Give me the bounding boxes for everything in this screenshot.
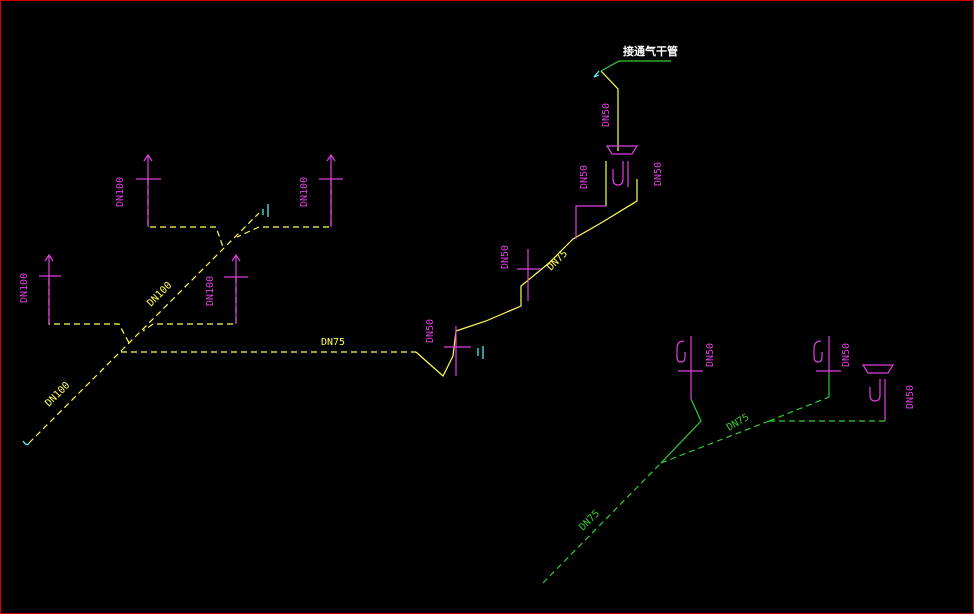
upper-diagonal-pipe [120, 212, 260, 352]
green-branch-left [660, 398, 702, 464]
label-dn75-green-upper: DN75 [725, 412, 751, 434]
label-dn100-main: DN100 [145, 280, 174, 309]
branch-left-upper [147, 179, 224, 248]
label-dn100-upper-left: DN100 [115, 177, 126, 207]
magenta-fixtures-yellow [39, 145, 639, 376]
green-main-diagonal [542, 462, 662, 584]
green-branch-right [660, 420, 770, 464]
label-dn50-riser-left: DN50 [579, 165, 590, 189]
rising-diagonal-pipe [415, 179, 638, 377]
green-upper-diagonal [768, 396, 830, 422]
label-dn50-riser-top: DN50 [601, 103, 612, 127]
label-dn100-lower-right: DN100 [205, 276, 216, 306]
label-dn50-riser-right: DN50 [653, 162, 664, 186]
vent-header-label: 接通气干管 [623, 44, 678, 58]
label-dn100-left-stack: DN100 [19, 273, 30, 303]
main-diagonal-pipe [28, 350, 122, 444]
yellow-drain-system [28, 70, 638, 444]
label-dn100-upper-right: DN100 [299, 177, 310, 207]
branch-right-upper [236, 179, 332, 238]
label-dn50-near-cleanout: DN50 [425, 319, 436, 343]
green-drain-system [542, 373, 889, 584]
cleanout-icons [22, 70, 600, 446]
riser-vent-pipe [600, 70, 619, 151]
branch-left-lower [48, 279, 130, 344]
label-dn75-horizontal: DN75 [321, 337, 345, 348]
label-dn50-green-b: DN50 [841, 343, 852, 367]
label-dn50-green-c: DN50 [905, 385, 916, 409]
label-dn50-mid: DN50 [500, 245, 511, 269]
label-dn50-green-a: DN50 [705, 343, 716, 367]
magenta-fixtures-green [676, 336, 895, 421]
vent-header-leader [600, 60, 671, 72]
label-dn75-diagonal: DN75 [545, 248, 570, 273]
label-dn75-green-lower: DN75 [577, 508, 602, 533]
